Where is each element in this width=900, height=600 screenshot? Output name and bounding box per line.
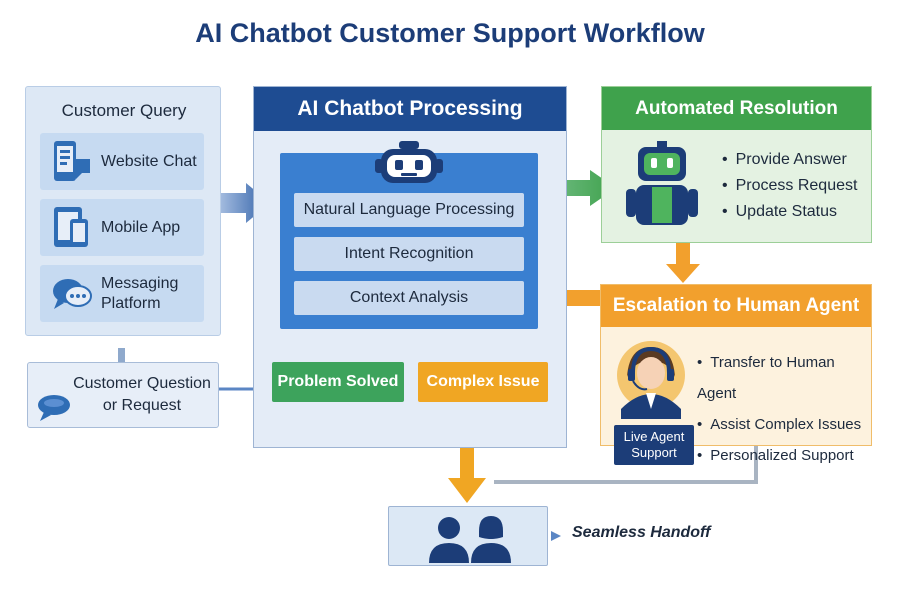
ai-processing-steps: Natural Language Processing Intent Recog… <box>280 141 538 329</box>
green-robot-icon <box>626 141 698 225</box>
badge-line1: Live Agent <box>623 429 685 444</box>
problem-solved-button[interactable]: Problem Solved <box>272 362 404 402</box>
speech-bubble-icon <box>38 395 70 421</box>
automated-resolution-title: Automated Resolution <box>602 87 871 130</box>
channel-label: Messaging Platform <box>101 265 178 322</box>
page-title: AI Chatbot Customer Support Workflow <box>195 18 705 48</box>
complex-issue-button[interactable]: Complex Issue <box>418 362 548 402</box>
handoff-arrowhead <box>551 531 561 541</box>
channel-label: Mobile App <box>101 218 181 236</box>
step-nlp[interactable]: Natural Language Processing <box>294 193 524 227</box>
arrow-resolution-to-escalation <box>666 228 700 283</box>
channel-label-line1: Messaging <box>101 274 179 292</box>
two-people-icon <box>429 516 511 563</box>
channel-mobile-app[interactable]: Mobile App <box>40 199 204 256</box>
ai-processing-title: AI Chatbot Processing <box>254 87 566 131</box>
mobile-app-icon <box>54 207 88 247</box>
escalation-panel: Escalation to Human Agent Transfer to Hu… <box>600 284 872 464</box>
escalation-list: Transfer to Human Agent Assist Complex I… <box>697 347 871 471</box>
escalation-item: Transfer to Human Agent <box>697 347 871 409</box>
step-intent-recognition[interactable]: Intent Recognition <box>294 237 524 271</box>
arrow-complex-to-handoff <box>448 402 486 503</box>
arrow-ai-to-resolution <box>535 170 616 206</box>
escalation-title: Escalation to Human Agent <box>601 285 871 327</box>
customer-question-box[interactable]: Customer Question or Request <box>27 362 219 428</box>
escalation-item: Personalized Support <box>697 440 871 471</box>
resolution-item: Update Status <box>722 199 857 225</box>
customer-question-line1: Customer Question <box>73 375 211 392</box>
escalation-item: Assist Complex Issues <box>697 409 871 440</box>
channel-label-line2: Platform <box>101 294 161 312</box>
live-agent-badge: Live Agent Support <box>614 425 694 465</box>
badge-line2: Support <box>631 445 677 460</box>
channel-label: Website Chat <box>101 152 197 170</box>
automated-resolution-list: Provide Answer Process Request Update St… <box>722 147 858 225</box>
automated-resolution-panel: Automated Resolution Provide Answer Proc… <box>601 86 872 243</box>
agent-headset-icon <box>617 341 685 419</box>
customer-question-label: Customer Question or Request <box>68 373 216 417</box>
handoff-label: Seamless Handoff <box>572 524 711 541</box>
phone-chat-icon <box>54 141 90 181</box>
customer-question-line2: or Request <box>102 397 182 414</box>
channel-website-chat[interactable]: Website Chat <box>40 133 204 190</box>
handoff-box[interactable] <box>388 506 548 566</box>
step-context-analysis[interactable]: Context Analysis <box>294 281 524 315</box>
robot-icon <box>375 141 443 183</box>
resolution-item: Process Request <box>722 173 858 199</box>
connector-stub <box>118 348 125 362</box>
resolution-item: Provide Answer <box>722 147 857 173</box>
channel-messaging-platform[interactable]: Messaging Platform <box>40 265 204 322</box>
messaging-icon <box>53 279 92 309</box>
customer-query-title: Customer Query <box>61 101 187 120</box>
customer-query-panel: Customer Query Website Chat Mobile App <box>25 86 221 336</box>
